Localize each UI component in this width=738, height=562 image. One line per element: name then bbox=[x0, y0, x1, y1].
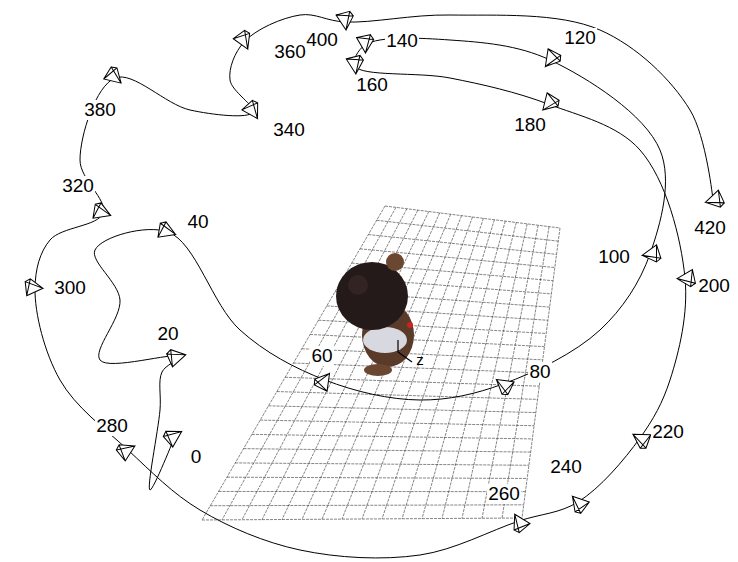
frame-number: 400 bbox=[305, 30, 339, 50]
reconstructed-object bbox=[336, 253, 414, 376]
ground-grid bbox=[202, 206, 560, 520]
frame-number: 260 bbox=[487, 484, 521, 504]
frame-number: 280 bbox=[95, 416, 129, 436]
frame-number: 180 bbox=[513, 115, 547, 135]
frame-number: 60 bbox=[310, 346, 333, 366]
camera-trajectory bbox=[35, 15, 713, 558]
frame-number: 220 bbox=[651, 422, 685, 442]
frame-number: 340 bbox=[272, 120, 306, 140]
frame-number: 80 bbox=[528, 362, 551, 382]
frame-number: 240 bbox=[549, 457, 583, 477]
frame-number: 120 bbox=[563, 28, 597, 48]
frame-number: 100 bbox=[597, 247, 631, 267]
frame-number: 0 bbox=[190, 447, 203, 467]
frame-number: 140 bbox=[385, 31, 419, 51]
frame-number: 200 bbox=[697, 276, 731, 296]
frame-number: 20 bbox=[156, 324, 179, 344]
axis-label: z bbox=[415, 352, 425, 368]
camera-frustums bbox=[25, 11, 725, 534]
frame-number: 320 bbox=[61, 176, 95, 196]
frame-number: 300 bbox=[53, 278, 87, 298]
frame-number: 40 bbox=[186, 212, 209, 232]
frame-number: 380 bbox=[83, 100, 117, 120]
frame-number: 420 bbox=[693, 218, 727, 238]
frame-number: 160 bbox=[355, 75, 389, 95]
frame-number: 360 bbox=[273, 42, 307, 62]
